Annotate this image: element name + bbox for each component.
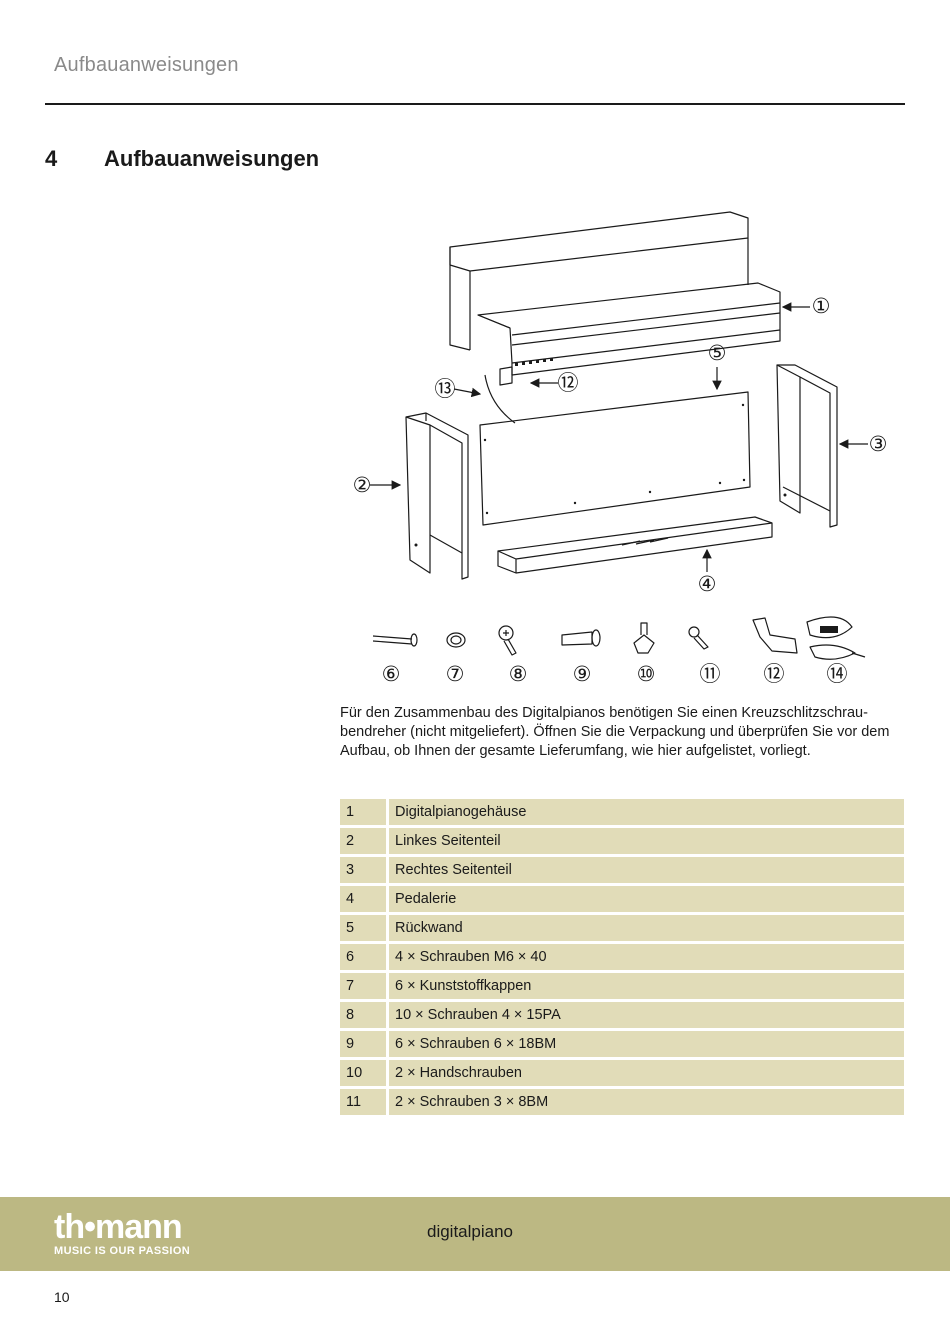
part-name: 6 × Schrauben 6 × 18BM: [389, 1031, 904, 1057]
right-side-illustration: [776, 364, 838, 528]
callout-2: ②: [353, 473, 372, 497]
part-name: 10 × Schrauben 4 × 15PA: [389, 1002, 904, 1028]
part-number: 2: [340, 828, 389, 854]
part-name: Pedalerie: [389, 886, 904, 912]
callout-3: ③: [869, 432, 888, 456]
callout-12b: ⑫: [764, 662, 785, 686]
callout-1: ①: [812, 294, 831, 318]
callout-7: ⑦: [446, 662, 465, 686]
callout-5: ⑤: [708, 341, 727, 365]
thomann-logo: th•mann MUSIC IS OUR PASSION: [54, 1208, 191, 1257]
callout-4: ④: [698, 572, 717, 596]
part-number: 4: [340, 886, 389, 912]
part-number: 8: [340, 1002, 389, 1028]
callout-10: ⑩: [637, 662, 656, 686]
hardware-illustrations: [372, 616, 866, 660]
part-name: Rückwand: [389, 915, 904, 941]
logo-wordmark: th•mann: [54, 1208, 183, 1246]
left-side-illustration: [405, 412, 469, 580]
callout-6: ⑥: [382, 662, 401, 686]
part-number: 11: [340, 1089, 389, 1115]
bracket-illustration: [499, 366, 513, 386]
page-number: 10: [54, 1289, 70, 1305]
part-number: 7: [340, 973, 389, 999]
part-name: 6 × Kunststoffkappen: [389, 973, 904, 999]
callout-11: ⑪: [700, 662, 721, 686]
back-panel-illustration: [479, 391, 751, 526]
intro-text: Für den Zusammenbau des Digitalpianos be…: [340, 705, 890, 759]
assembly-diagram: ① ② ③ ④ ⑤ ⑫ ⑬: [340, 195, 900, 700]
section-title: Aufbauanweisungen: [104, 146, 320, 171]
part-number: 1: [340, 799, 389, 825]
part-name: 4 × Schrauben M6 × 40: [389, 944, 904, 970]
section-number: 4: [45, 146, 58, 171]
callout-9: ⑨: [573, 662, 592, 686]
part-number: 5: [340, 915, 389, 941]
part-name: Linkes Seitenteil: [389, 828, 904, 854]
pedal-bar-illustration: [497, 516, 773, 574]
part-name: 2 × Schrauben 3 × 8BM: [389, 1089, 904, 1115]
callout-8: ⑧: [509, 662, 528, 686]
callout-12a: ⑫: [558, 371, 579, 395]
logo-tagline: MUSIC IS OUR PASSION: [54, 1245, 191, 1257]
header-rule: [45, 103, 905, 105]
footer-product-name: digitalpiano: [427, 1222, 514, 1241]
part-name: Rechtes Seitenteil: [389, 857, 904, 883]
callout-13: ⑬: [435, 377, 456, 401]
part-name: Digitalpianogehäuse: [389, 799, 904, 825]
part-name: 2 × Handschrauben: [389, 1060, 904, 1086]
part-number: 3: [340, 857, 389, 883]
part-number: 10: [340, 1060, 389, 1086]
running-header: Aufbauanweisungen: [54, 54, 239, 76]
piano-body-illustration: [449, 211, 781, 376]
part-number: 6: [340, 944, 389, 970]
intro-paragraph: Für den Zusammenbau des Digitalpianos be…: [340, 704, 900, 761]
part-number: 9: [340, 1031, 389, 1057]
footer-band: [0, 1197, 950, 1271]
callout-14: ⑭: [827, 662, 848, 686]
